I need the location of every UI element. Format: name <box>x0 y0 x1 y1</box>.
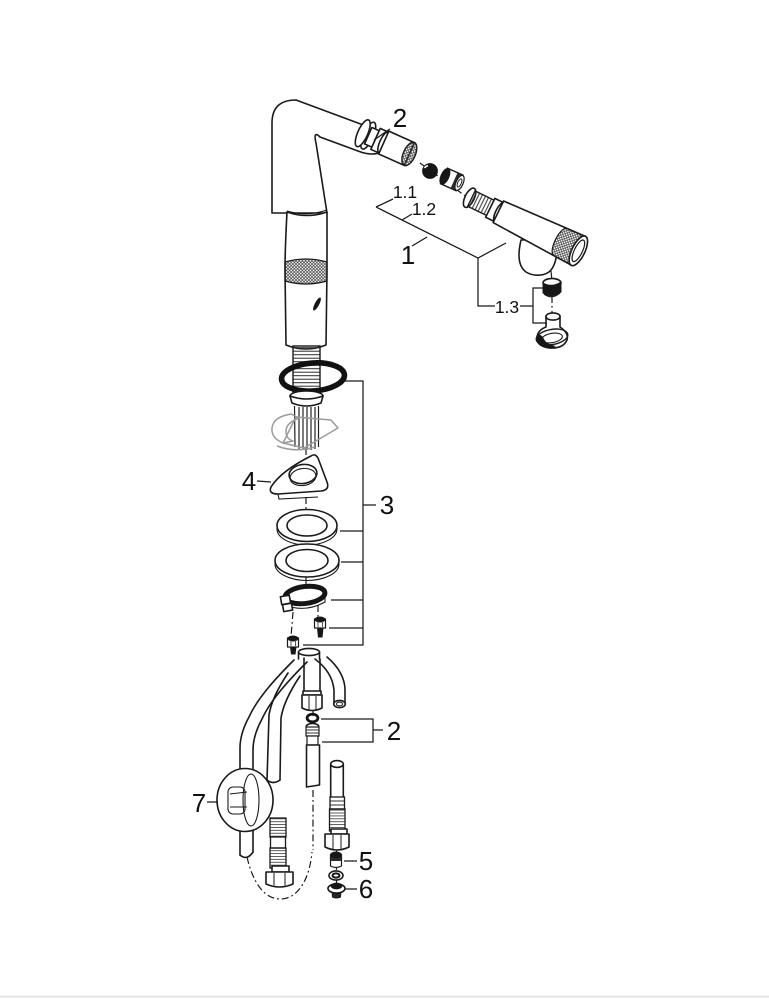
callout-labels: 2 1.1 1.2 1 1.3 3 4 2 7 5 6 <box>192 103 519 904</box>
spray-mousseur-part-1-3 <box>535 277 569 349</box>
bracket-3 <box>303 380 376 646</box>
base-collar <box>297 647 321 660</box>
fixing-screw-left <box>286 635 300 655</box>
page-bottom-rule <box>0 995 769 998</box>
hose-nut <box>301 694 323 712</box>
body-marker <box>313 297 321 311</box>
supply-nut-left <box>265 871 294 888</box>
spray-head-part-1 <box>462 187 589 276</box>
leader-4 <box>256 480 272 483</box>
leader-2-top <box>373 128 391 141</box>
callout-1-3: 1.3 <box>495 297 519 317</box>
supply-hose-left <box>265 672 301 888</box>
callout-6: 6 <box>359 874 373 904</box>
faucet-body <box>284 211 328 350</box>
hose-weight-part-7 <box>216 767 274 833</box>
small-washer <box>328 870 344 881</box>
mounting-shank <box>278 345 348 450</box>
hose-braid <box>269 817 287 838</box>
callout-1-1: 1.1 <box>393 182 417 202</box>
leader-1 <box>411 236 428 247</box>
callout-5: 5 <box>359 846 373 876</box>
callout-2-bottom: 2 <box>387 716 401 746</box>
supply-hose-right <box>314 656 350 851</box>
leader-1-1 <box>375 198 394 208</box>
bracket-2-bottom <box>321 718 383 743</box>
supply-tube-bundle <box>293 405 320 450</box>
seal-plug-part-6 <box>327 882 346 899</box>
callout-4: 4 <box>242 466 256 496</box>
coupling-washer <box>305 712 320 724</box>
supply-nut-right <box>324 833 350 851</box>
fixing-screw-right <box>313 616 327 638</box>
washer-upper <box>276 508 338 546</box>
washer-lower <box>274 543 340 582</box>
escutcheon-ghost <box>271 413 339 451</box>
callout-3: 3 <box>380 490 394 520</box>
body-knurl-ring <box>284 258 328 285</box>
spout-arm <box>271 99 386 215</box>
coupling-part-1-2 <box>439 167 465 192</box>
callout-2-top: 2 <box>393 103 407 133</box>
coupling-body <box>306 735 319 746</box>
callout-1: 1 <box>401 240 415 270</box>
non-return-valve-part-5 <box>329 851 343 869</box>
callout-7: 7 <box>192 788 206 818</box>
callout-1-2: 1.2 <box>412 199 436 219</box>
leader-1-2 <box>401 213 413 221</box>
spout-mousseur-part-2 <box>354 119 418 167</box>
mounting-cone-part-4 <box>269 454 329 500</box>
clamp-ring <box>279 583 328 613</box>
bracket-1-3-link <box>477 258 533 307</box>
coupling-hose-end <box>305 744 321 788</box>
callout-lines <box>207 128 547 890</box>
pullout-hose <box>239 659 308 859</box>
check-valve-part-1-1 <box>422 163 438 179</box>
bottom-hose-section <box>216 647 350 899</box>
pullout-hose-coupling-part-2 <box>301 657 323 788</box>
bracket-1-3 <box>532 287 547 324</box>
